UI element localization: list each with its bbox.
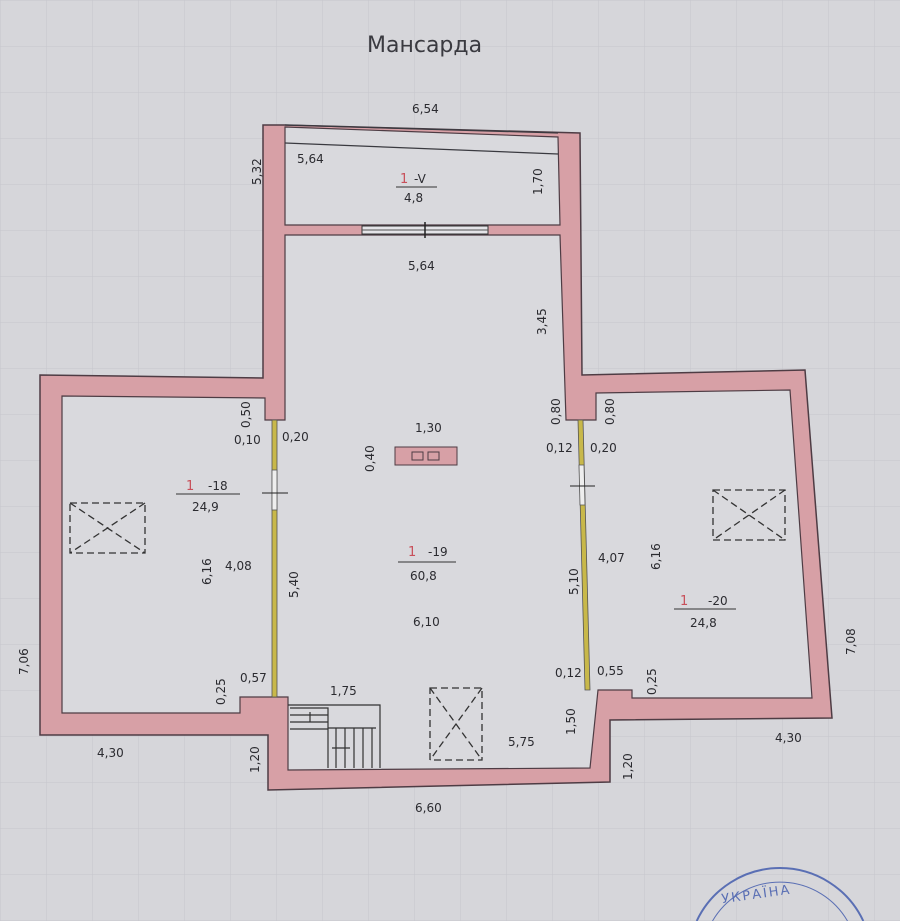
room-label-20: 1 -20 24,8 [674, 594, 736, 630]
room-main-interior [61, 234, 813, 771]
svg-text:5,64: 5,64 [408, 259, 435, 273]
svg-text:6,54: 6,54 [412, 102, 439, 116]
svg-text:1: 1 [680, 594, 688, 609]
svg-text:4,8: 4,8 [404, 191, 423, 205]
svg-text:1,20: 1,20 [621, 753, 635, 780]
roof-line [284, 124, 559, 134]
svg-text:-18: -18 [208, 479, 228, 493]
svg-text:5,64: 5,64 [297, 152, 324, 166]
partition-left [262, 419, 288, 698]
svg-text:4,07: 4,07 [598, 551, 625, 565]
chimney [394, 446, 458, 466]
partition-right [570, 419, 595, 691]
svg-text:1,20: 1,20 [248, 746, 262, 773]
svg-text:24,8: 24,8 [690, 616, 717, 630]
svg-text:7,08: 7,08 [844, 628, 858, 655]
room-label-balcony: 1 -V 4,8 [396, 172, 437, 205]
svg-text:0,25: 0,25 [645, 668, 659, 695]
svg-text:60,8: 60,8 [410, 569, 437, 583]
svg-text:0,40: 0,40 [363, 445, 377, 472]
svg-text:5,10: 5,10 [567, 568, 581, 595]
svg-text:4,30: 4,30 [775, 731, 802, 745]
svg-text:24,9: 24,9 [192, 500, 219, 514]
svg-text:0,25: 0,25 [214, 678, 228, 705]
svg-text:4,30: 4,30 [97, 746, 124, 760]
svg-text:0,80: 0,80 [549, 398, 563, 425]
svg-text:-20: -20 [708, 594, 728, 608]
svg-text:3,45: 3,45 [535, 308, 549, 335]
svg-text:0,20: 0,20 [590, 441, 617, 455]
svg-text:6,16: 6,16 [649, 543, 663, 570]
svg-text:0,12: 0,12 [555, 666, 582, 680]
svg-text:1: 1 [186, 479, 194, 494]
svg-text:1: 1 [400, 172, 408, 187]
svg-text:0,80: 0,80 [603, 398, 617, 425]
svg-text:0,12: 0,12 [546, 441, 573, 455]
svg-text:-V: -V [414, 172, 427, 186]
plan-title: Мансарда [367, 33, 482, 58]
svg-text:-19: -19 [428, 545, 448, 559]
dimension-labels: 6,54 5,64 5,64 5,32 1,70 3,45 0,50 0,10 … [17, 102, 858, 815]
svg-text:0,10: 0,10 [234, 433, 261, 447]
svg-text:0,20: 0,20 [282, 430, 309, 444]
svg-text:1,30: 1,30 [415, 421, 442, 435]
staircase [288, 704, 381, 768]
svg-text:6,16: 6,16 [200, 558, 214, 585]
svg-text:5,40: 5,40 [287, 571, 301, 598]
balcony-door-window [361, 222, 489, 238]
svg-text:1,75: 1,75 [330, 684, 357, 698]
svg-text:1,70: 1,70 [531, 168, 545, 195]
balcony-edge-line [284, 142, 559, 155]
svg-text:5,32: 5,32 [250, 158, 264, 185]
svg-text:0,50: 0,50 [239, 401, 253, 428]
skylight-center-icon [429, 687, 483, 761]
skylight-left-icon [69, 502, 146, 554]
svg-text:5,75: 5,75 [508, 735, 535, 749]
skylight-right-icon [712, 489, 786, 541]
svg-text:1: 1 [408, 545, 416, 560]
svg-text:0,57: 0,57 [240, 671, 267, 685]
room-label-18: 1 -18 24,9 [176, 479, 240, 514]
svg-text:1,50: 1,50 [564, 708, 578, 735]
svg-text:7,06: 7,06 [17, 648, 31, 675]
svg-text:6,10: 6,10 [413, 615, 440, 629]
room-label-19: 1 -19 60,8 [398, 545, 456, 583]
svg-text:0,55: 0,55 [597, 664, 624, 678]
svg-text:6,60: 6,60 [415, 801, 442, 815]
svg-text:4,08: 4,08 [225, 559, 252, 573]
